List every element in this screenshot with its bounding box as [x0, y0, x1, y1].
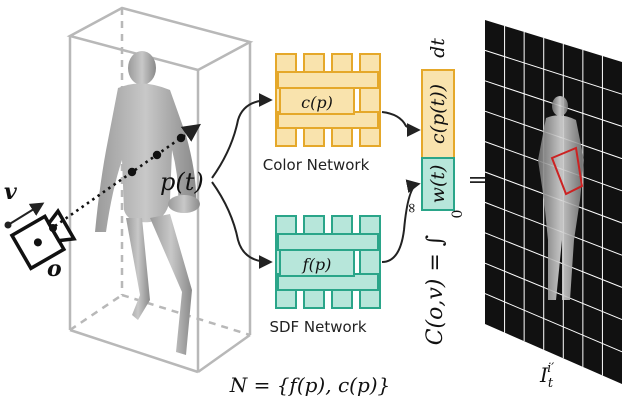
image-label-sub: t	[548, 376, 554, 391]
sample-points	[127, 133, 186, 177]
integrand-weight-text: w(t)	[427, 165, 449, 204]
arrow-sdf-to-integral	[381, 179, 421, 263]
label-o: o	[47, 256, 62, 282]
color-network-title: Color Network	[263, 156, 370, 174]
sdf-network-title: SDF Network	[269, 318, 366, 336]
integral-lower-limit: 0	[450, 210, 466, 219]
view-direction-arrow	[7, 202, 45, 226]
grid-line	[484, 293, 623, 353]
image-figure	[538, 96, 584, 300]
sdf-network-node-label: f(p)	[302, 255, 332, 274]
integrand-color-text: c(p(t))	[427, 84, 449, 144]
arrow-color-to-integral	[381, 111, 421, 137]
integral-equation: C(o,v) = ∫	[423, 234, 448, 345]
projected-patch	[550, 146, 584, 196]
image-label: Iti′	[539, 361, 554, 391]
view-arrow-tail-dot	[4, 221, 12, 229]
image-label-sup: i′	[547, 361, 554, 376]
ray-arrow	[54, 123, 201, 228]
grid-line	[484, 49, 623, 95]
integral-dt: dt	[427, 38, 449, 58]
arrow-to-color-network	[211, 93, 273, 179]
color-network: c(p)	[275, 53, 381, 147]
arrow-to-sdf-network	[211, 181, 273, 269]
label-v: v	[4, 179, 17, 205]
human-figure	[95, 51, 200, 355]
color-network-node-label: c(p)	[301, 93, 333, 112]
label-p-of-t: p(t)	[160, 168, 204, 196]
network-set-equation: N = {f(p), c(p)}	[229, 373, 391, 397]
sdf-network: f(p)	[275, 215, 381, 309]
image-plane	[484, 20, 623, 384]
integral-upper-limit: ∞	[404, 202, 420, 214]
integrand-weight-bar	[421, 157, 455, 211]
